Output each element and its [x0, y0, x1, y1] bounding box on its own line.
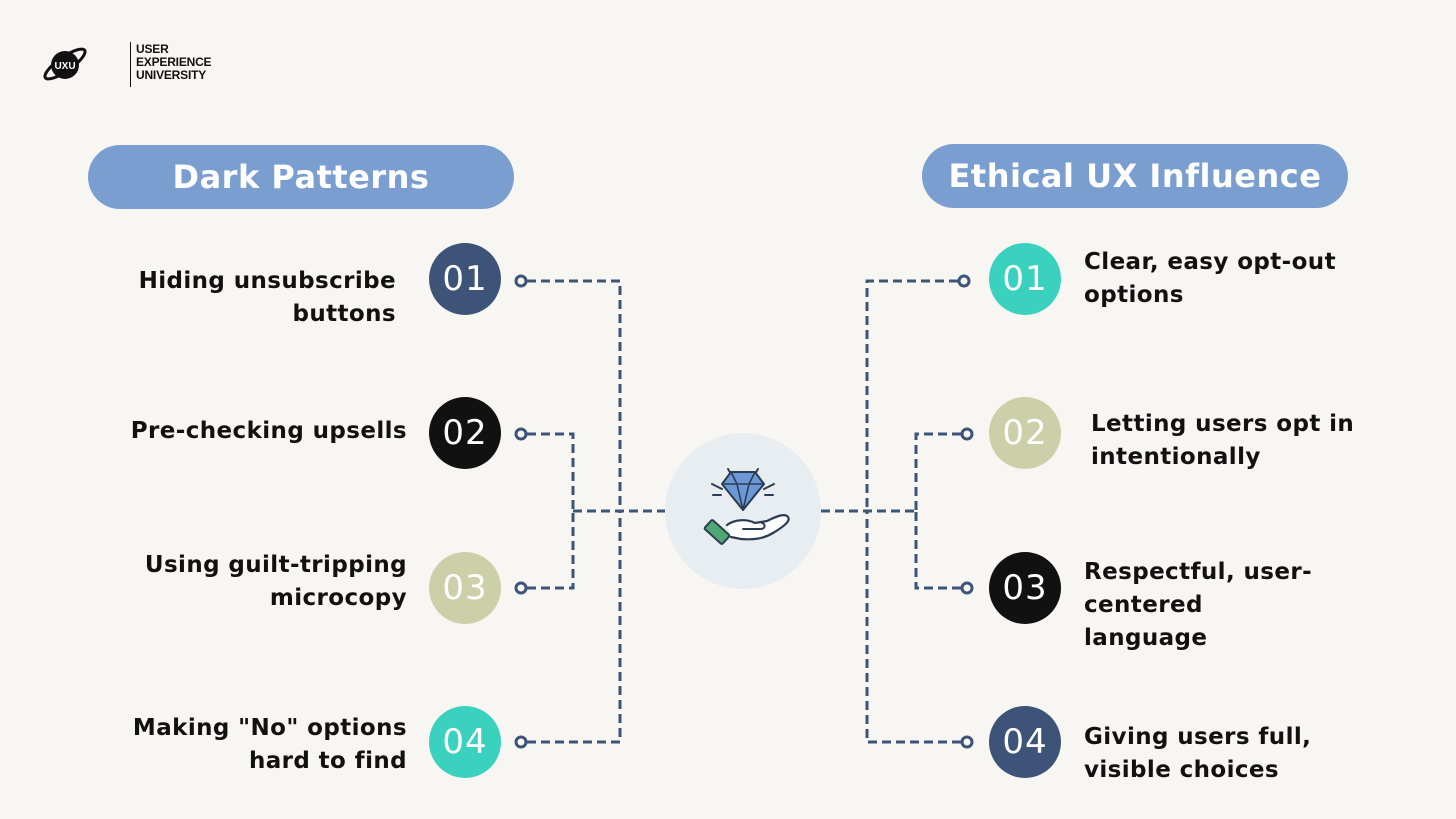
ethical-number-02: 02	[989, 397, 1061, 469]
logo-line: USER	[136, 42, 169, 56]
logo-wordmark: USER EXPERIENCE UNIVERSITY	[136, 42, 212, 82]
connector-node	[960, 735, 974, 749]
ethical-item-03: Respectful, user-centered language	[1084, 559, 1313, 651]
connector-right-03	[914, 511, 961, 590]
uxu-logo: UXU USER EXPERIENCE UNIVERSITY	[42, 40, 212, 90]
logo-line: UNIVERSITY	[136, 68, 207, 82]
logo-mark-text: UXU	[54, 61, 75, 72]
dark-pattern-item-02: Pre-checking upsells	[130, 418, 407, 444]
ethical-number-01: 01	[989, 243, 1061, 315]
ethical-ux-title: Ethical UX Influence	[922, 144, 1348, 208]
dark-pattern-item-03: Using guilt-tripping microcopy	[144, 552, 407, 611]
logo-line: EXPERIENCE	[136, 55, 212, 69]
diamond-in-hand-icon	[703, 468, 790, 545]
center-hub	[665, 433, 821, 589]
dark-pattern-number-04: 04	[429, 706, 501, 778]
dark-pattern-item-04: Making "No" options hard to find	[132, 715, 407, 774]
dark-pattern-number-01: 01	[429, 243, 501, 315]
ethical-item-04: Giving users full, visible choices	[1084, 724, 1312, 783]
connector-left-01	[527, 279, 622, 511]
ethical-number-03: 03	[989, 552, 1061, 624]
connector-right-04	[865, 511, 961, 744]
connector-left-02	[527, 432, 575, 511]
connector-node	[957, 274, 971, 288]
dark-pattern-number-03: 03	[429, 552, 501, 624]
logo-divider	[130, 42, 131, 87]
connector-node	[514, 427, 528, 441]
connector-node	[960, 427, 974, 441]
dark-pattern-number-02: 02	[429, 397, 501, 469]
connector-left-03	[527, 511, 575, 590]
dark-patterns-title: Dark Patterns	[88, 145, 514, 209]
ethical-item-02: Letting users opt in intentionally	[1091, 411, 1355, 470]
planet-logo-icon: UXU	[43, 47, 87, 81]
dark-pattern-item-01: Hiding unsubscribe buttons	[138, 268, 396, 327]
connector-node	[514, 581, 528, 595]
connector-right-02	[914, 432, 961, 511]
connector-node	[514, 735, 528, 749]
connector-node	[514, 274, 528, 288]
connector-left-04	[527, 511, 622, 744]
connector-node	[960, 581, 974, 595]
connector-right-01	[865, 279, 958, 511]
ethical-item-01: Clear, easy opt-out options	[1084, 249, 1336, 308]
ethical-number-04: 04	[989, 706, 1061, 778]
